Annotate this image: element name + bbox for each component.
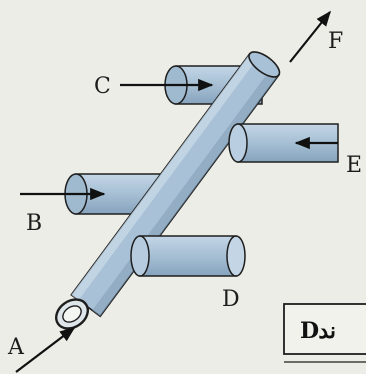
label-c: C	[94, 74, 111, 99]
label-b: B	[26, 211, 42, 236]
branch-pipe-d	[130, 235, 246, 277]
caption-box: D ند	[283, 303, 366, 363]
label-d: D	[222, 287, 240, 312]
label-f: F	[328, 29, 343, 54]
caption-fragment: ند	[318, 318, 336, 344]
caption-letter: D	[300, 318, 319, 344]
flow-arrow-f	[289, 10, 331, 63]
flow-arrow-a	[15, 327, 76, 373]
branch-pipe-e	[228, 123, 339, 163]
label-a: A	[7, 335, 25, 360]
label-e: E	[346, 153, 362, 178]
